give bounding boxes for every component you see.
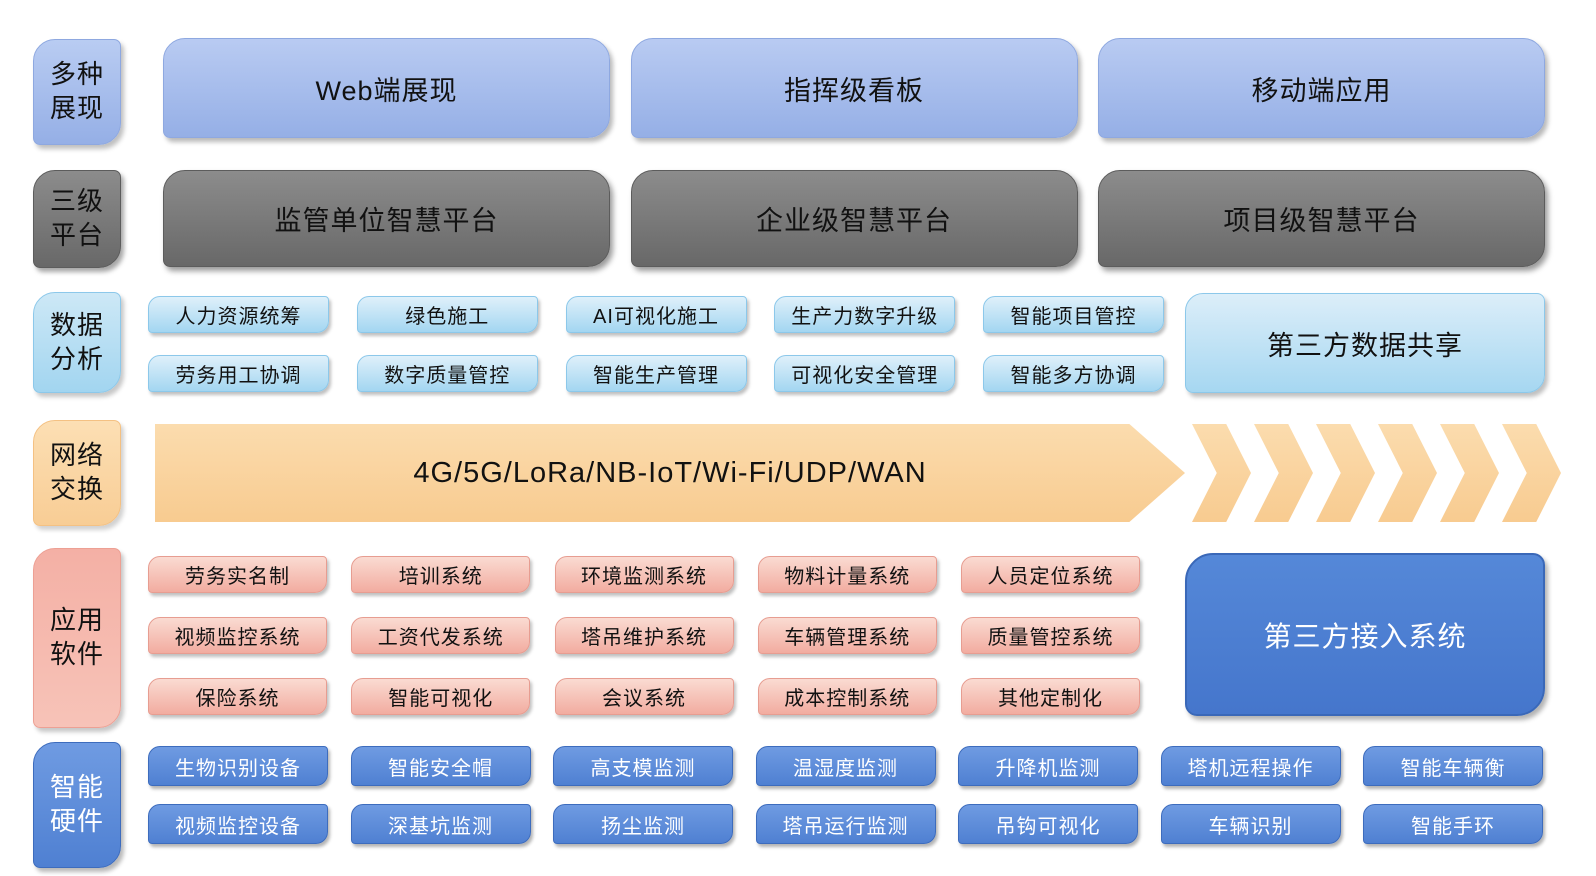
chevron-right-icon — [1192, 424, 1251, 522]
analysis-row-1: 人力资源统筹绿色施工 AI可视化施工生产力数字升级智能项目管控 — [148, 296, 1164, 333]
app-box: 视频监控系统 — [148, 617, 327, 654]
apps-row-2: 视频监控系统工资代发系统塔吊维护系统车辆管理系统质量管控系统 — [148, 617, 1140, 654]
chevron-right-icon — [1316, 424, 1375, 522]
app-box: 车辆管理系统 — [757, 617, 937, 654]
display-box: 指挥级看板 — [630, 38, 1078, 138]
app-box: 劳务实名制 — [148, 556, 327, 593]
hardware-box: 扬尘监测 — [553, 804, 733, 844]
display-box: 移动端应用 — [1098, 38, 1545, 138]
apps-row-1: 劳务实名制培训系统环境监测系统物料计量系统人员定位系统 — [148, 556, 1140, 593]
hardware-box: 智能安全帽 — [350, 746, 531, 786]
analysis-box: 智能生产管理 — [565, 355, 747, 392]
analysis-box: 绿色施工 — [356, 296, 538, 333]
hardware-box: 深基坑监测 — [350, 804, 531, 844]
app-box: 成本控制系统 — [757, 678, 937, 715]
hardware-box: 升降机监测 — [958, 746, 1138, 786]
hardware-box: 智能手环 — [1363, 804, 1543, 844]
display-layer-row: Web端展现指挥级看板移动端应用 — [163, 38, 1545, 138]
hardware-box: 塔机远程操作 — [1160, 746, 1341, 786]
apps-row-3: 保险系统智能可视化会议系统成本控制系统其他定制化 — [148, 678, 1140, 715]
hardware-row-1: 生物识别设备智能安全帽高支模监测温湿度监测升降机监测塔机远程操作智能车辆衡 — [148, 746, 1543, 786]
hardware-box: 智能车辆衡 — [1363, 746, 1543, 786]
app-box: 智能可视化 — [351, 678, 531, 715]
platform-box: 监管单位智慧平台 — [163, 170, 610, 267]
display-layer-label: 多种 展现 — [33, 39, 121, 145]
app-box: 工资代发系统 — [351, 617, 531, 654]
hardware-box: 视频监控设备 — [148, 804, 328, 844]
app-box: 质量管控系统 — [961, 617, 1140, 654]
platform-box: 项目级智慧平台 — [1098, 170, 1545, 267]
analysis-box: 人力资源统筹 — [148, 296, 329, 333]
analysis-box: 劳务用工协调 — [148, 355, 329, 392]
chevron-right-icon — [1502, 424, 1561, 522]
hardware-layer-label: 智能 硬件 — [33, 742, 121, 868]
analysis-box: 智能多方协调 — [983, 355, 1164, 392]
app-box: 培训系统 — [351, 556, 531, 593]
platform-box: 企业级智慧平台 — [630, 170, 1078, 267]
hardware-box: 车辆识别 — [1160, 804, 1341, 844]
network-arrow: 4G/5G/LoRa/NB-IoT/Wi-Fi/UDP/WAN — [155, 424, 1185, 522]
chevron-right-icon — [1440, 424, 1499, 522]
analysis-box: 智能项目管控 — [983, 296, 1164, 333]
hardware-box: 吊钩可视化 — [958, 804, 1138, 844]
app-box: 环境监测系统 — [554, 556, 734, 593]
third-party-data-share-box: 第三方数据共享 — [1185, 293, 1545, 393]
platform-layer-label: 三级 平台 — [33, 170, 121, 268]
platform-layer-row: 监管单位智慧平台企业级智慧平台项目级智慧平台 — [163, 170, 1545, 267]
app-box: 人员定位系统 — [961, 556, 1140, 593]
analysis-row-2: 劳务用工协调数字质量管控智能生产管理可视化安全管理智能多方协调 — [148, 355, 1164, 392]
apps-layer-label: 应用 软件 — [33, 548, 121, 728]
network-protocols-text: 4G/5G/LoRa/NB-IoT/Wi-Fi/UDP/WAN — [413, 456, 927, 489]
app-box: 塔吊维护系统 — [554, 617, 734, 654]
app-box: 其他定制化 — [961, 678, 1140, 715]
chevron-right-icon — [1254, 424, 1313, 522]
hardware-box: 塔吊运行监测 — [755, 804, 936, 844]
analysis-box: 数字质量管控 — [356, 355, 538, 392]
hardware-row-2: 视频监控设备深基坑监测扬尘监测塔吊运行监测吊钩可视化车辆识别智能手环 — [148, 804, 1543, 844]
third-party-access-box: 第三方接入系统 — [1185, 553, 1545, 716]
analysis-layer-label: 数据 分析 — [33, 292, 121, 393]
network-layer-label: 网络 交换 — [33, 420, 121, 526]
network-chevrons — [1192, 424, 1561, 522]
app-box: 物料计量系统 — [757, 556, 937, 593]
display-box: Web端展现 — [163, 38, 610, 138]
hardware-box: 高支模监测 — [553, 746, 733, 786]
analysis-box: AI可视化施工 — [565, 296, 747, 333]
analysis-box: 生产力数字升级 — [774, 296, 956, 333]
analysis-box: 可视化安全管理 — [774, 355, 956, 392]
hardware-box: 温湿度监测 — [755, 746, 936, 786]
chevron-right-icon — [1378, 424, 1437, 522]
hardware-box: 生物识别设备 — [148, 746, 328, 786]
app-box: 保险系统 — [148, 678, 327, 715]
app-box: 会议系统 — [554, 678, 734, 715]
